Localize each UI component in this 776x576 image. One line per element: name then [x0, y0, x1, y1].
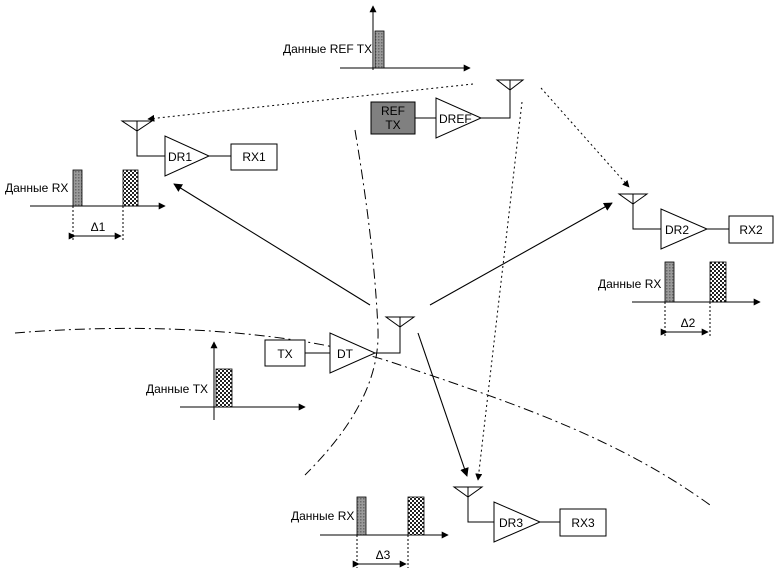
rx2-antenna-icon [617, 193, 649, 205]
coverage-boundary-vertical [304, 129, 379, 476]
ref-tx-box [370, 101, 416, 135]
receiver3-chain: DR3 RX3 [452, 486, 607, 543]
rx3-ref-pulse [356, 496, 367, 536]
rx3-antenna-icon [452, 486, 484, 498]
rx1-data-label: Данные RX [5, 181, 68, 195]
rx2-box-label: RX2 [739, 223, 763, 237]
delta3-label: Δ3 [376, 548, 391, 562]
coverage-boundary-horizontal [14, 327, 711, 506]
tx-data-pulse [215, 368, 233, 408]
rx1-ref-pulse [72, 169, 83, 207]
ref-path-to-rx1 [147, 83, 474, 122]
transmitter-chain: TX DT [264, 316, 416, 374]
dt-amplifier [329, 332, 377, 374]
rx1-box [230, 143, 278, 171]
dr1-label: DR1 [168, 150, 192, 164]
ref-path-to-rx3 [475, 101, 523, 481]
rx3-box [559, 508, 607, 537]
tx-path-to-rx2 [429, 202, 613, 306]
receiver1-chain: DR1 RX1 [120, 120, 278, 177]
dr3-label: DR3 [499, 516, 523, 530]
ref-antenna-icon [495, 79, 525, 91]
tx-antenna-icon [384, 316, 416, 328]
ref-tx-data-label: Данные REF TX [283, 42, 372, 56]
dref-label: DREF [439, 112, 472, 126]
rx1-data-pulse [122, 169, 139, 207]
rx2-data-plot: Данные RX Δ2 [598, 261, 761, 336]
dr2-amplifier [660, 208, 709, 250]
ref-tx-chain: REF TX DREF [370, 79, 525, 139]
tx-path-to-rx1 [173, 183, 371, 306]
rx3-box-label: RX3 [571, 516, 595, 530]
tx-box-label: TX [277, 347, 292, 361]
rx3-data-label: Данные RX [291, 509, 354, 523]
rx2-data-label: Данные RX [598, 277, 661, 291]
tx-path-to-rx3 [417, 332, 469, 477]
tx-data-plot: Данные TX [146, 341, 306, 420]
delta1-label: Δ1 [91, 220, 106, 234]
rx3-data-plot: Данные RX Δ3 [291, 496, 449, 568]
rx1-data-plot: Данные RX Δ1 [5, 169, 166, 240]
rx2-box [728, 215, 774, 244]
ref-tx-data-plot: Данные REF TX [283, 5, 471, 72]
rx1-box-label: RX1 [242, 150, 266, 164]
dr1-amplifier [164, 135, 211, 177]
ref-tx-pulse [374, 30, 385, 69]
tx-box [264, 339, 306, 367]
rx1-antenna-icon [120, 120, 154, 132]
receiver2-chain: DR2 RX2 [617, 193, 774, 250]
rx2-ref-pulse [664, 261, 675, 303]
dr3-amplifier [493, 501, 542, 543]
tx-data-label: Данные TX [146, 382, 208, 396]
ref-tx-box-label-1: REF [381, 104, 405, 118]
dt-label: DT [337, 347, 354, 361]
delta2-label: Δ2 [681, 316, 696, 330]
ref-tx-box-label-2: TX [385, 118, 400, 132]
rx2-data-pulse [709, 261, 727, 303]
rx3-data-pulse [407, 496, 425, 536]
ref-path-to-rx2 [540, 87, 630, 188]
dr2-label: DR2 [665, 223, 689, 237]
dref-amplifier [435, 97, 483, 139]
